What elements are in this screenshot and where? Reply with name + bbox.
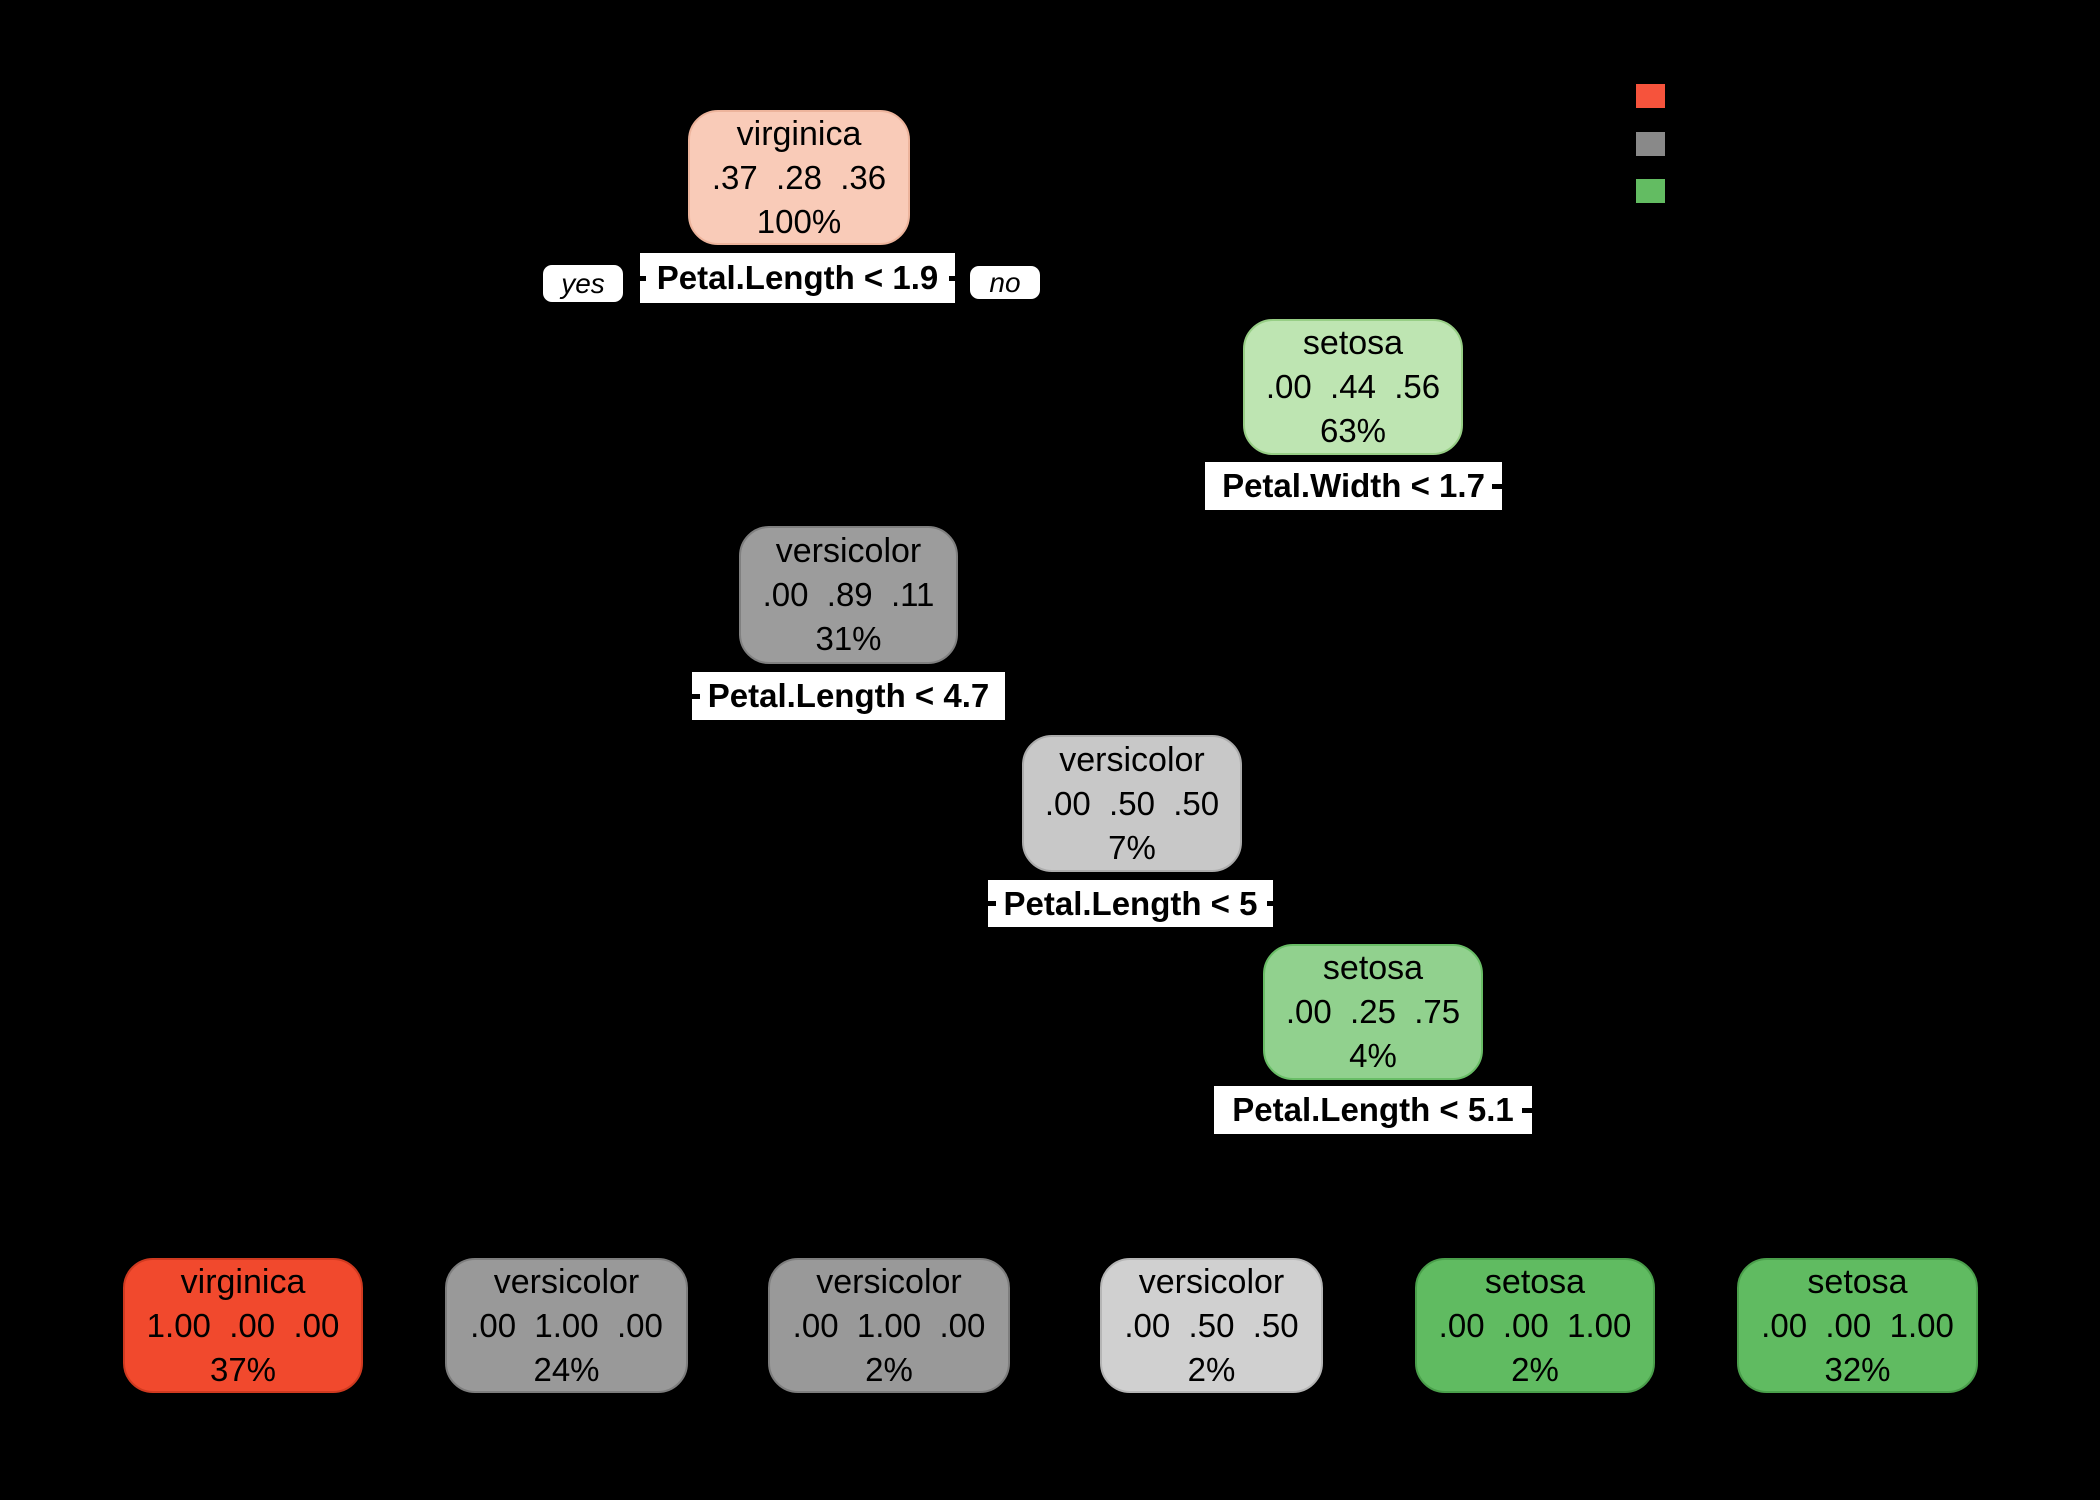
split-condition-1: Petal.Length < 1.9	[640, 253, 955, 303]
node-percent: 2%	[865, 1350, 913, 1388]
tree-leaf-virginica-37: virginica 1.00 .00 .00 37%	[123, 1258, 363, 1393]
node-percent: 4%	[1349, 1037, 1397, 1074]
branch-line-stub	[630, 276, 646, 281]
node-class-label: versicolor	[775, 532, 922, 570]
tree-node-root: virginica .37 .28 .36 100%	[688, 110, 910, 245]
node-class-label: virginica	[736, 114, 862, 153]
tree-leaf-setosa-2: setosa .00 .00 1.00 2%	[1415, 1258, 1655, 1393]
branch-label-no: no	[970, 266, 1040, 299]
split-condition-3: Petal.Length < 4.7	[692, 672, 1005, 720]
branch-label-no-text: no	[989, 266, 1021, 298]
branch-label-yes-text: yes	[561, 267, 605, 299]
node-probabilities: .00 .50 .50	[1044, 784, 1220, 822]
node-class-label: setosa	[1484, 1262, 1586, 1301]
tree-leaf-versicolor-2b: versicolor .00 .50 .50 2%	[1100, 1258, 1323, 1393]
branch-line-stub	[949, 276, 968, 281]
node-percent: 63%	[1319, 412, 1387, 449]
tree-node-setosa-4: setosa .00 .25 .75 4%	[1263, 944, 1483, 1080]
node-probabilities: .37 .28 .36	[711, 158, 887, 196]
branch-line-stub	[1492, 484, 1510, 489]
node-class-label: setosa	[1302, 324, 1404, 362]
node-percent: 32%	[1824, 1350, 1891, 1388]
tree-node-setosa-63: setosa .00 .44 .56 63%	[1243, 319, 1463, 455]
node-percent: 100%	[756, 202, 842, 240]
split-condition-5: Petal.Length < 5.1	[1214, 1086, 1532, 1134]
node-probabilities: .00 .89 .11	[762, 576, 935, 613]
tree-node-versicolor-31: versicolor .00 .89 .11 31%	[739, 526, 958, 664]
node-percent: 7%	[1108, 828, 1156, 866]
branch-line-stub	[684, 694, 700, 699]
node-percent: 31%	[815, 620, 882, 657]
node-probabilities: .00 1.00 .00	[792, 1306, 986, 1344]
branch-line-stub	[982, 901, 996, 906]
node-class-label: versicolor	[816, 1262, 962, 1301]
tree-leaf-versicolor-24: versicolor .00 1.00 .00 24%	[445, 1258, 688, 1393]
node-class-label: virginica	[180, 1262, 306, 1301]
node-percent: 2%	[1187, 1350, 1236, 1388]
split-condition-4: Petal.Length < 5	[988, 880, 1273, 927]
node-percent: 37%	[209, 1350, 277, 1388]
tree-leaf-setosa-32: setosa .00 .00 1.00 32%	[1737, 1258, 1978, 1393]
node-probabilities: .00 .25 .75	[1285, 993, 1461, 1030]
node-class-label: setosa	[1807, 1262, 1908, 1301]
node-class-label: versicolor	[1138, 1262, 1285, 1301]
branch-line-stub	[1522, 1108, 1540, 1113]
node-probabilities: .00 .00 1.00	[1438, 1306, 1632, 1344]
node-probabilities: .00 .00 1.00	[1761, 1306, 1954, 1344]
node-probabilities: 1.00 .00 .00	[146, 1306, 340, 1344]
tree-node-versicolor-7: versicolor .00 .50 .50 7%	[1022, 735, 1242, 872]
node-class-label: versicolor	[1059, 740, 1205, 779]
node-class-label: versicolor	[493, 1262, 640, 1301]
node-class-label: setosa	[1322, 949, 1424, 987]
node-probabilities: .00 .44 .56	[1265, 368, 1441, 405]
node-probabilities: .00 .50 .50	[1124, 1306, 1299, 1344]
node-percent: 2%	[1511, 1350, 1559, 1388]
legend-swatch-red	[1636, 84, 1665, 108]
branch-line-stub	[1267, 901, 1284, 906]
branch-label-yes: yes	[543, 265, 623, 302]
split-condition-2: Petal.Width < 1.7	[1205, 462, 1502, 510]
legend-swatch-gray	[1636, 132, 1665, 156]
legend-swatch-green	[1636, 179, 1665, 203]
tree-leaf-versicolor-2: versicolor .00 1.00 .00 2%	[768, 1258, 1010, 1393]
node-percent: 24%	[533, 1350, 600, 1388]
node-probabilities: .00 1.00 .00	[470, 1306, 663, 1344]
